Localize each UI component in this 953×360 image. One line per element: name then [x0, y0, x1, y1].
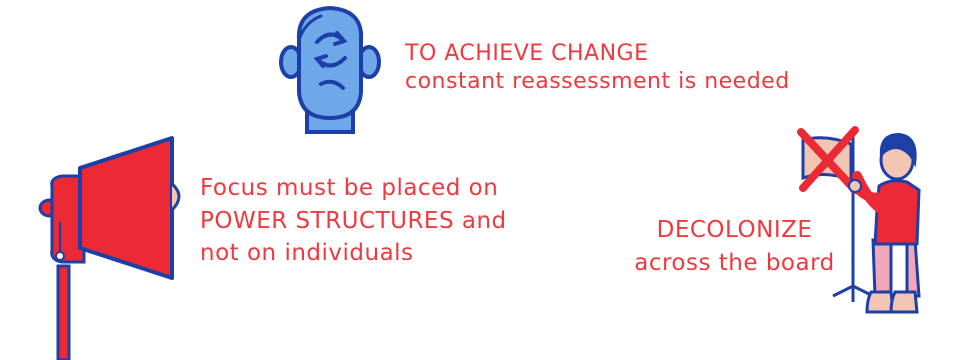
- person-right-boot: [889, 290, 919, 314]
- focus-line-1: Focus must be placed on: [200, 175, 499, 201]
- decolonize-title: DECOLONIZE: [656, 217, 813, 243]
- cross-out-mark-icon-2: [799, 126, 859, 192]
- change-message: TO ACHIEVE CHANGE constant reassessment …: [405, 40, 790, 95]
- person-removing-flag-illustration: [797, 126, 921, 314]
- person-hand: [848, 179, 862, 193]
- head-hair-line: [297, 14, 323, 42]
- decolonize-subtitle: across the board: [634, 250, 835, 277]
- cycle-arrowhead-bottom-icon: [313, 54, 328, 68]
- flag-pole-base: [832, 284, 874, 298]
- thinking-head-illustration: [279, 5, 381, 134]
- focus-line-3: not on individuals: [200, 240, 414, 267]
- person-left-boot: [865, 290, 895, 314]
- person-pants: [871, 238, 921, 298]
- change-subtitle: constant reassessment is needed: [405, 68, 790, 94]
- change-title: TO ACHIEVE CHANGE: [405, 41, 649, 66]
- lamp-lens-edge: [170, 182, 181, 212]
- cycle-arrowhead-top-icon: [333, 31, 348, 46]
- spotlight-lamp-illustration: [38, 136, 181, 360]
- lamp-stand-pole: [56, 264, 71, 360]
- lamp-cone-shade: [78, 136, 174, 280]
- person-hair: [879, 132, 917, 168]
- head-face: [296, 5, 364, 121]
- lamp-cord-pull: [55, 251, 65, 261]
- focus-message: Focus must be placed on POWER STRUCTURES…: [200, 172, 507, 270]
- head-mouth: [319, 79, 345, 90]
- focus-line-2: POWER STRUCTURES and: [200, 207, 507, 234]
- decolonize-message: DECOLONIZE across the board: [622, 214, 847, 281]
